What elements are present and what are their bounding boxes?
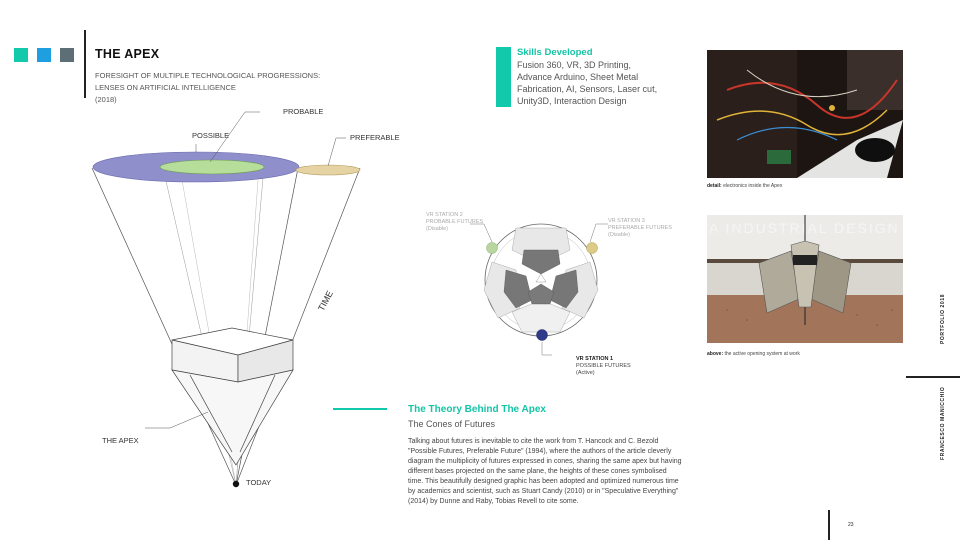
- skills-line2: Advance Arduino, Sheet Metal: [517, 72, 639, 82]
- station2-line1: PROBABLE FUTURES: [426, 219, 483, 225]
- opening-system-photo: A INDUSTRIAL DESIGN: [707, 215, 903, 343]
- cones-of-futures-diagram: POSSIBLE PROBABLE PREFERABLE TIME THE AP…: [91, 107, 400, 488]
- theory-body: Talking about futures is inevitable to c…: [408, 437, 728, 507]
- station2-line2: (Disable): [426, 226, 448, 232]
- station1-line1: POSSIBLE FUTURES: [576, 363, 631, 369]
- theory-body-line: by academics and scientist, such as Stua…: [408, 488, 679, 495]
- sidebar-author-label: FRANCESCO MANICCHIO: [940, 386, 946, 460]
- label-probable: PROBABLE: [283, 107, 323, 116]
- vr-station-layout-diagram: VR STATION 2 PROBABLE FUTURES (Disable) …: [426, 212, 672, 376]
- opening-system-caption: above: the active opening system at work: [707, 351, 800, 357]
- label-possible: POSSIBLE: [192, 131, 229, 140]
- header-square-teal: [14, 48, 28, 62]
- theory-body-line: Talking about futures is inevitable to c…: [408, 438, 659, 445]
- sidebar-portfolio-label: PORTFOLIO 2018: [940, 293, 946, 344]
- caption-detail-text: electronics inside the Apex: [723, 183, 783, 189]
- today-point: [232, 480, 240, 488]
- header-square-gray: [60, 48, 74, 62]
- sidebar-divider: [906, 376, 960, 378]
- skills-line4: Unity3D, Interaction Design: [517, 96, 627, 106]
- caption-above-label: above:: [707, 351, 724, 357]
- theory-body-line: "Possible Futures, Preferable Future" (1…: [408, 448, 672, 455]
- electronics-photo-caption: detail: electronics inside the Apex: [707, 183, 782, 189]
- page-number-divider: [828, 510, 830, 540]
- apex-object: [171, 327, 294, 466]
- theory-accent-line: [333, 408, 387, 410]
- skills-title: Skills Developed: [517, 47, 593, 58]
- theory-body-line: (2014) by Dunne and Raby, Tobias Revell …: [408, 498, 579, 505]
- electronics-photo: [707, 50, 903, 178]
- theory-body-line: time. This beautifully designed graphic …: [408, 478, 679, 485]
- vr-station-1-marker: [536, 329, 548, 341]
- skills-line1: Fusion 360, VR, 3D Printing,: [517, 60, 632, 70]
- header-square-blue: [37, 48, 51, 62]
- theory-body-line: diagram the multiplicity of futures expr…: [408, 458, 682, 465]
- preferable-cone-base: [295, 164, 361, 176]
- station1-title: VR STATION 1: [576, 356, 613, 362]
- header-divider: [84, 30, 86, 98]
- page-subtitle-line1: FORESIGHT OF MULTIPLE TECHNOLOGICAL PROG…: [95, 71, 321, 80]
- page-number: 23: [848, 522, 854, 528]
- label-apex: THE APEX: [102, 436, 139, 445]
- theory-title: The Theory Behind The Apex: [408, 404, 546, 415]
- station2-title: VR STATION 2: [426, 212, 463, 218]
- vr-station-3-marker: [586, 242, 598, 254]
- station3-line1: PREFERABLE FUTURES: [608, 225, 672, 231]
- probable-cone-base: [159, 159, 265, 175]
- page-year: (2018): [95, 95, 117, 104]
- page-subtitle-line2: LENSES ON ARTIFICIAL INTELLIGENCE: [95, 83, 236, 92]
- skills-accent-bar: [496, 47, 511, 107]
- bottom-photo-overlay-text: A INDUSTRIAL DESIGN: [709, 220, 900, 236]
- label-today: TODAY: [246, 478, 271, 487]
- station1-line2: (Active): [576, 370, 595, 376]
- caption-above-text: the active opening system at work: [724, 351, 800, 357]
- station3-line2: (Disable): [608, 232, 630, 238]
- station3-title: VR STATION 3: [608, 218, 645, 224]
- theory-subtitle: The Cones of Futures: [408, 419, 496, 429]
- label-preferable: PREFERABLE: [350, 133, 400, 142]
- page-title: THE APEX: [95, 47, 160, 61]
- caption-detail-label: detail:: [707, 183, 722, 189]
- theory-body-line: different bases projected on the same pl…: [408, 468, 667, 475]
- vr-station-2-marker: [486, 242, 498, 254]
- label-time: TIME: [316, 289, 335, 313]
- skills-line3: Fabrication, AI, Sensors, Laser cut,: [517, 84, 658, 94]
